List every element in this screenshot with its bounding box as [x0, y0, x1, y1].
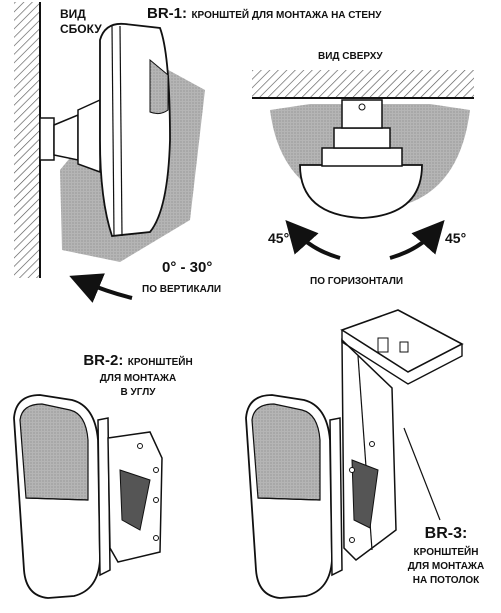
- wall-hatch: [14, 2, 40, 278]
- bracket-top-arm: [333, 127, 391, 149]
- br3-back-plate: [329, 417, 343, 577]
- br3-bracket-shadow: [351, 459, 379, 529]
- br2-corner-mount: [13, 394, 163, 599]
- br1-side-view: [14, 2, 205, 303]
- screw-icon: [399, 341, 409, 353]
- screw-icon: [153, 535, 159, 541]
- br2-title-line2: ДЛЯ МОНТАЖА: [99, 372, 177, 384]
- screw-icon: [358, 103, 366, 111]
- br3-plate-edge: [341, 330, 463, 385]
- br1-heading: BR-1: КРОНШТЕЙ ДЛЯ МОНТАЖА НА СТЕНУ: [147, 5, 381, 23]
- br2-title-line3: В УГЛУ: [120, 386, 156, 398]
- br1-title: КРОНШТЕЙ ДЛЯ МОНТАЖА НА СТЕНУ: [191, 10, 382, 21]
- br3-title-line2: ДЛЯ МОНТАЖА: [407, 560, 485, 572]
- br2-back-plate: [97, 417, 111, 577]
- br3-ceiling-mount: [245, 309, 464, 599]
- bracket-top-plate: [341, 99, 383, 129]
- screw-icon: [137, 443, 143, 449]
- br2-title-line1: КРОНШТЕЙН: [127, 357, 193, 368]
- screw-icon: [153, 467, 159, 473]
- bracket-arm: [53, 113, 79, 161]
- side-view-label-line1: ВИД: [60, 7, 86, 21]
- screw-icon: [377, 337, 389, 353]
- screw-icon: [153, 497, 159, 503]
- br2-heading: BR-2: КРОНШТЕЙН ДЛЯ МОНТАЖА В УГЛУ: [78, 352, 198, 398]
- right-angle-label: 45°: [445, 230, 467, 246]
- horizontal-label: ПО ГОРИЗОНТАЛИ: [310, 276, 404, 287]
- br1-id: BR-1:: [147, 5, 187, 22]
- br2-id: BR-2:: [83, 352, 124, 369]
- rotate-right-arrow: [389, 220, 445, 260]
- br3-id: BR-3:: [424, 525, 468, 542]
- br3-title-line3: НА ПОТОЛОК: [412, 574, 480, 586]
- br3-leader-line: [403, 427, 441, 521]
- br2-divider: [25, 497, 89, 501]
- screw-icon: [369, 441, 375, 447]
- br1-top-view: [252, 70, 474, 260]
- br3-detector-lens: [251, 403, 321, 501]
- detector-top-rim: [321, 147, 403, 167]
- bracket-swivel: [77, 98, 101, 174]
- detector-lens: [149, 58, 169, 115]
- detector-edge-line: [111, 25, 115, 237]
- br3-title-line1: КРОНШТЕЙН: [413, 546, 479, 558]
- side-view-label-line2: СБОКУ: [60, 22, 102, 36]
- top-wall-hatch: [252, 70, 474, 98]
- detector-body-side: [99, 22, 171, 237]
- vertical-label: ПО ВЕРТИКАЛИ: [142, 284, 222, 295]
- left-angle-label: 45°: [268, 230, 290, 246]
- br2-bracket-shadow: [119, 469, 151, 531]
- br3-heading: BR-3: КРОНШТЕЙН ДЛЯ МОНТАЖА НА ПОТОЛОК: [396, 525, 496, 586]
- screw-icon: [349, 467, 355, 473]
- top-view-label: ВИД СВЕРХУ: [318, 51, 383, 62]
- detector-edge-line: [119, 25, 123, 237]
- br3-divider: [257, 497, 321, 501]
- rotate-left-arrow: [285, 220, 341, 260]
- wall-plate: [39, 117, 55, 161]
- br2-detector-lens: [19, 403, 89, 501]
- vertical-range-label: 0° - 30°: [162, 259, 213, 276]
- detector-top: [299, 164, 423, 219]
- vertical-tilt-arrow: [69, 273, 133, 303]
- screw-icon: [349, 537, 355, 543]
